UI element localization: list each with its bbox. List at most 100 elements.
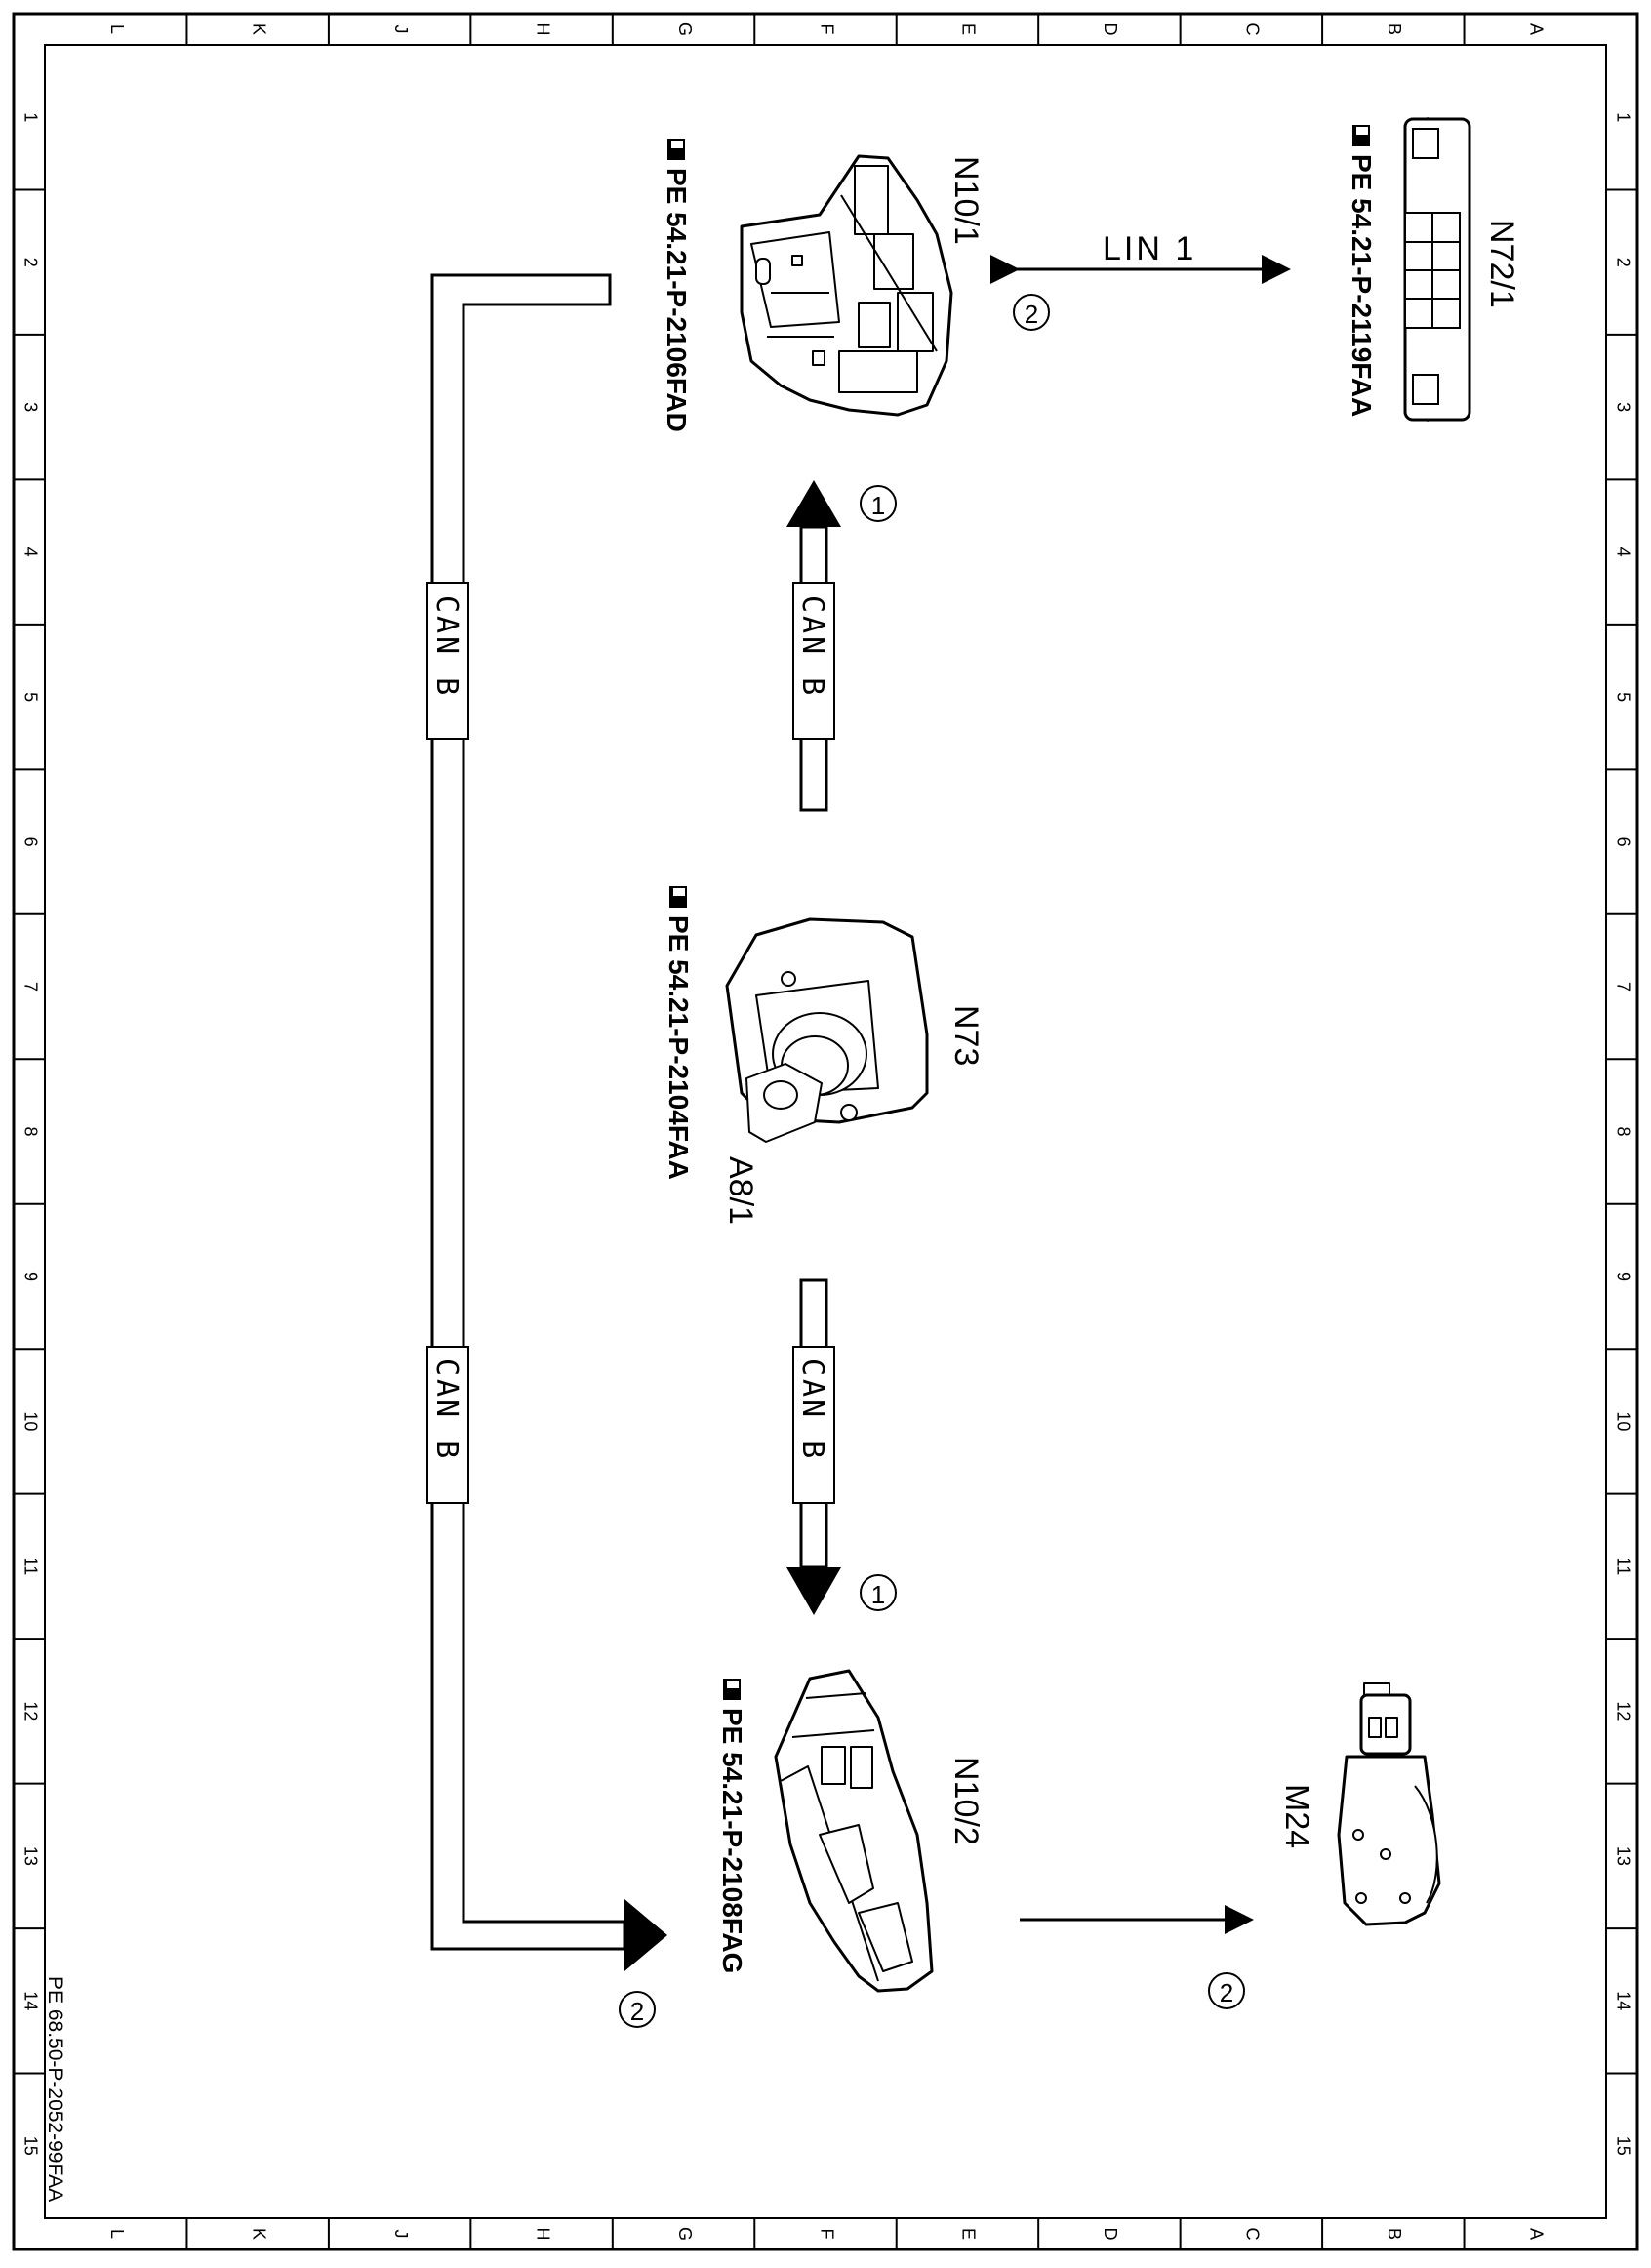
pointing-hand-icon [1352,125,1370,146]
can-outer-connection: CAN B CAN B [426,273,667,1971]
grid-row-label: 13 [1613,1846,1632,1866]
grid-row-label: 5 [20,692,40,702]
outer-frame [12,12,1639,2251]
grid-col-label: B [1385,23,1404,35]
can-outer-top-label: CAN B [429,595,463,698]
grid-row-label: 7 [1613,982,1632,992]
pointing-hand-icon [669,886,687,908]
grid-col-label: K [249,23,268,35]
svg-text:2: 2 [630,1997,644,2026]
svg-text:PE 54.21-P-2108FAG: PE 54.21-P-2108FAG [717,1708,747,1973]
n10-2-label: N10/2 [947,1757,985,1845]
n72-1-ref: PE 54.21-P-2119FAA [1347,125,1377,417]
n72-1-module [1403,116,1471,423]
can-upper-label: CAN B [795,595,829,698]
grid-row-label: 8 [20,1126,40,1136]
n10-1-module [740,154,953,417]
grid-row-label: 4 [1613,547,1632,557]
grid-row-label: 2 [1613,258,1632,267]
can-outer-bottom-label: CAN B [429,1358,463,1461]
grid-col-label: C [1243,2228,1263,2241]
grid-col-label: G [675,2227,695,2241]
can-outer-marker: 2 [619,1991,656,2028]
n10-2-module [774,1669,934,1993]
grid-col-label: A [1527,2228,1547,2240]
grid-row-label: 14 [20,1991,40,2010]
grid-row-label: 9 [20,1272,40,1281]
grid-row-label: 7 [20,982,40,992]
grid-col-label: F [817,24,836,35]
grid-row-label: 10 [20,1411,40,1431]
n10-2-ref: PE 54.21-P-2108FAG [717,1679,747,1973]
grid-col-label: E [959,23,979,35]
grid-row-label: 1 [1613,112,1632,122]
grid-col-label: E [959,2228,979,2240]
grid-col-label: H [533,2228,552,2241]
grid-row-label: 3 [20,402,40,412]
grid-row-label: 1 [20,112,40,122]
grid-row-label: 2 [20,258,40,267]
n10-1-label: N10/1 [947,156,985,245]
grid-col-label: C [1243,23,1263,36]
grid-row-label: 6 [1613,837,1632,847]
can-upper-connection: CAN B [786,480,841,812]
grid-row-label: 3 [1613,402,1632,412]
grid-col-label: G [675,22,695,36]
grid-row-label: 5 [1613,692,1632,702]
n72-1-label: N72/1 [1483,220,1520,308]
n73-ref: PE 54.21-P-2104FAA [664,886,694,1180]
grid-row-label: 15 [1613,2136,1632,2156]
grid-col-label: F [817,2229,836,2240]
grid-col-label: L [107,2229,127,2239]
m24-label: M24 [1278,1784,1315,1848]
grid-row-label: 11 [1613,1558,1632,1576]
lin1-marker: 2 [1013,294,1050,331]
n73-label: N73 [947,1005,985,1066]
grid-col-label: J [391,25,411,34]
grid-row-label: 13 [20,1846,40,1866]
grid-ticks [14,14,1637,2249]
can-upper-marker: 1 [860,485,897,522]
pointing-hand-icon [667,139,685,160]
grid-row-label: 8 [1613,1126,1632,1136]
grid-col-label: L [107,24,127,34]
svg-text:PE 54.21-P-2104FAA: PE 54.21-P-2104FAA [664,915,694,1180]
svg-text:2: 2 [1025,300,1038,329]
grid-row-label: 6 [20,837,40,847]
svg-text:2: 2 [1220,1978,1233,2007]
svg-text:1: 1 [871,491,885,520]
grid-col-label: D [1101,23,1120,36]
grid-row-label: 10 [1613,1411,1632,1431]
n73-ignition-switch [725,917,929,1143]
grid-row-label: 11 [20,1558,40,1576]
inner-frame [44,44,1607,2219]
svg-text:PE 54.21-P-2119FAA: PE 54.21-P-2119FAA [1347,154,1377,417]
grid-col-label: K [249,2228,268,2240]
grid-col-label: H [533,23,552,36]
grid-row-label: 12 [20,1701,40,1721]
can-lower-marker: 1 [860,1574,897,1611]
grid-col-label: B [1385,2228,1404,2240]
can-lower-connection: CAN B [786,1278,841,1615]
grid-row-label: 4 [20,547,40,557]
grid-row-label: 9 [1613,1272,1632,1281]
lin1-label: LIN 1 [1103,230,1196,267]
svg-text:1: 1 [871,1580,885,1609]
can-lower-label: CAN B [795,1358,829,1461]
grid-row-label: 12 [1613,1701,1632,1721]
pointing-hand-icon [723,1679,741,1700]
svg-text:PE 54.21-P-2106FAD: PE 54.21-P-2106FAD [662,168,692,432]
grid-col-label: A [1527,23,1547,35]
grid-row-label: 14 [1613,1991,1632,2010]
a8-1-label: A8/1 [722,1156,759,1225]
grid-row-label: 15 [20,2136,40,2156]
footer-ref: PE 68.50-P-2052-99FAA [44,1976,66,2202]
m24-motor [1337,1682,1441,1926]
n10-1-ref: PE 54.21-P-2106FAD [662,139,692,432]
grid-col-label: J [391,2230,411,2239]
grid-col-label: D [1101,2228,1120,2241]
m24-marker: 2 [1208,1972,1245,2009]
